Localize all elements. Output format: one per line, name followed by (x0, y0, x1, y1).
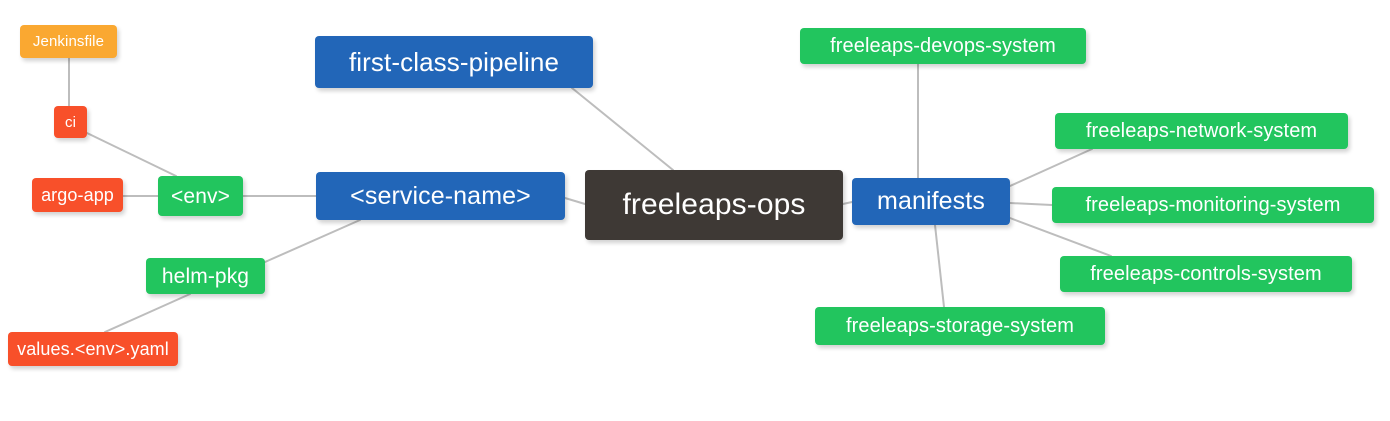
mindmap-node-freeleaps-network-system[interactable]: freeleaps-network-system (1055, 113, 1348, 149)
mindmap-node-label: freeleaps-ops (622, 188, 806, 221)
edge-manifests-to-freeleaps-controls-system (1009, 217, 1112, 257)
edge-env-to-ci (86, 132, 177, 177)
mindmap-node-manifests[interactable]: manifests (852, 178, 1010, 225)
mindmap-node-values-yaml[interactable]: values.<env>.yaml (8, 332, 178, 366)
mindmap-node-label: freeleaps-controls-system (1090, 263, 1322, 285)
mindmap-node-label: freeleaps-monitoring-system (1085, 194, 1341, 216)
mindmap-node-freeleaps-devops-system[interactable]: freeleaps-devops-system (800, 28, 1086, 64)
mindmap-node-label: ci (64, 113, 77, 131)
edge-freeleaps-ops-to-service-name (564, 197, 586, 205)
mindmap-node-label: <env> (171, 184, 230, 208)
mindmap-node-service-name[interactable]: <service-name> (316, 172, 565, 220)
mindmap-node-label: freeleaps-network-system (1085, 120, 1318, 142)
mindmap-node-label: values.<env>.yaml (17, 339, 169, 359)
mindmap-node-freeleaps-ops[interactable]: freeleaps-ops (585, 170, 843, 240)
mindmap-node-env[interactable]: <env> (158, 176, 243, 216)
mindmap-node-freeleaps-monitoring-system[interactable]: freeleaps-monitoring-system (1052, 187, 1374, 223)
mindmap-node-label: manifests (877, 187, 985, 215)
mindmap-node-helm-pkg[interactable]: helm-pkg (146, 258, 265, 294)
mindmap-node-freeleaps-storage-system[interactable]: freeleaps-storage-system (815, 307, 1105, 345)
edge-freeleaps-ops-to-manifests (842, 201, 853, 205)
mindmap-node-freeleaps-controls-system[interactable]: freeleaps-controls-system (1060, 256, 1352, 292)
mindmap-node-ci[interactable]: ci (54, 106, 87, 138)
mindmap-node-argo-app[interactable]: argo-app (32, 178, 123, 212)
mindmap-node-label: helm-pkg (161, 264, 250, 288)
mindmap-node-label: freeleaps-storage-system (845, 315, 1075, 337)
edge-helm-pkg-to-values-yaml (104, 293, 191, 333)
mindmap-node-jenkinsfile[interactable]: Jenkinsfile (20, 25, 117, 58)
edge-manifests-to-freeleaps-network-system (1009, 148, 1093, 187)
edge-manifests-to-freeleaps-storage-system (934, 224, 945, 308)
mindmap-node-label: Jenkinsfile (32, 33, 105, 50)
edge-manifests-to-freeleaps-monitoring-system (1009, 202, 1053, 206)
mindmap-node-first-class-pipeline[interactable]: first-class-pipeline (315, 36, 593, 88)
mindmap-node-label: <service-name> (350, 181, 531, 210)
edge-service-name-to-helm-pkg (264, 219, 361, 263)
mindmap-node-label: first-class-pipeline (348, 47, 560, 77)
edge-freeleaps-ops-to-first-class-pipeline (571, 87, 674, 171)
mindmap-node-label: argo-app (41, 185, 114, 205)
mindmap-node-label: freeleaps-devops-system (830, 35, 1056, 57)
